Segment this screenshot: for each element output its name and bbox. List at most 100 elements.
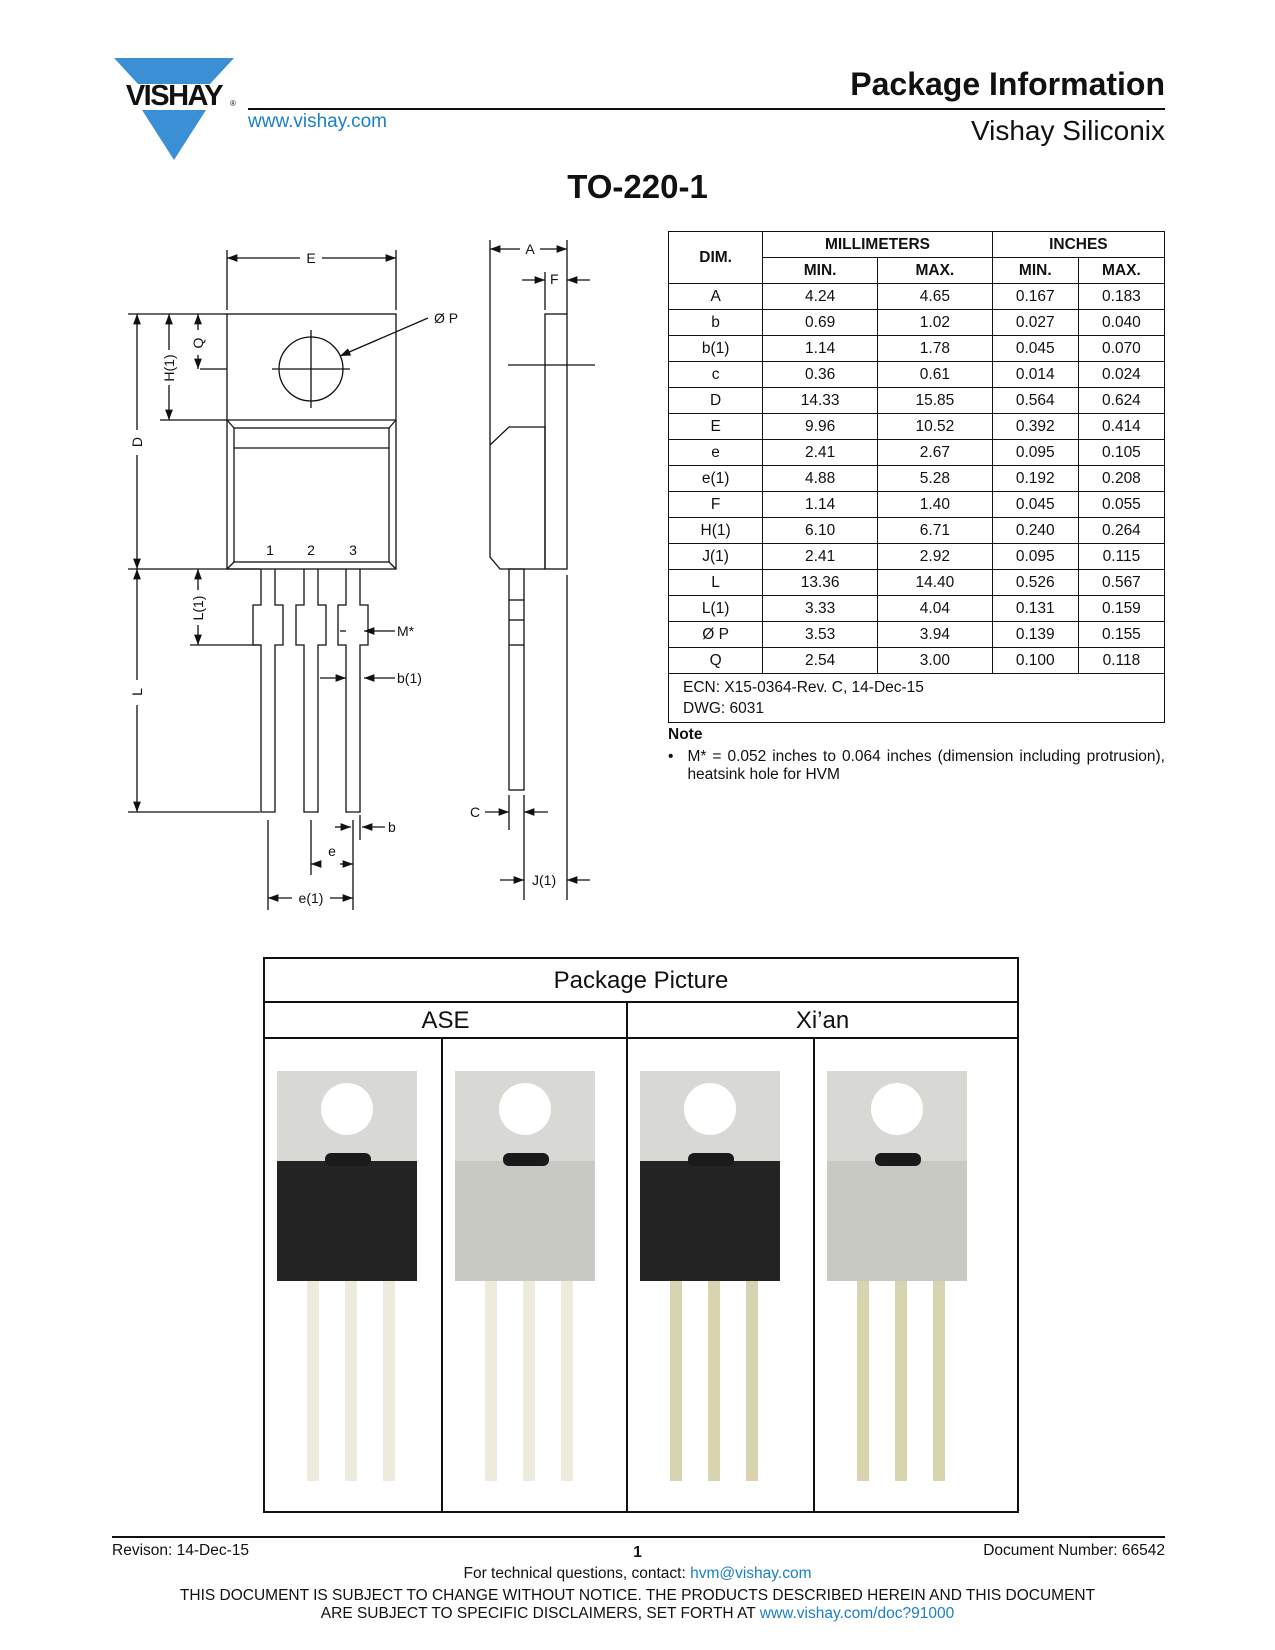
page-title: Package Information <box>850 66 1165 102</box>
cell-mm-min: 0.36 <box>762 361 878 388</box>
cell-in-min: 0.095 <box>991 543 1079 570</box>
cell-in-max: 0.159 <box>1077 595 1166 622</box>
cell-mm-max: 4.04 <box>876 595 993 622</box>
cell-in-max: 0.070 <box>1077 335 1166 362</box>
cell-mm-min: 4.24 <box>762 283 878 310</box>
cell-dim: Ø P <box>667 621 764 648</box>
revision: Revison: 14-Dec-15 <box>112 1542 249 1559</box>
dim-label-P: Ø P <box>434 310 458 326</box>
svg-text:VISHAY: VISHAY <box>126 80 223 112</box>
page-subtitle: Vishay Siliconix <box>970 115 1165 146</box>
xian-header: Xi’an <box>628 1003 1017 1039</box>
package-photos <box>277 1071 967 1481</box>
cell-mm-min: 3.53 <box>762 621 878 648</box>
cell-mm-max: 1.78 <box>876 335 993 362</box>
dim-label-A: A <box>525 241 535 257</box>
cell-mm-max: 5.28 <box>876 465 993 492</box>
dim-label-Q: Q <box>190 337 206 348</box>
cell-in-max: 0.624 <box>1077 387 1166 414</box>
dimensions-table: DIM. MILLIMETERS INCHES MIN.MAX. MIN.MAX… <box>667 231 1166 723</box>
cell-dim: H(1) <box>667 517 764 544</box>
cell-dim: J(1) <box>667 543 764 570</box>
cell-mm-max: 1.40 <box>876 491 993 518</box>
cell-in-max: 0.414 <box>1077 413 1166 440</box>
dim-label-b: b <box>388 819 396 835</box>
cell-in-min: 0.167 <box>991 283 1079 310</box>
cell-mm-max: 4.65 <box>876 283 993 310</box>
ase-header: ASE <box>265 1003 628 1039</box>
header-dim: DIM. <box>667 231 764 284</box>
lead <box>252 569 284 813</box>
header-inches: INCHES <box>991 231 1166 258</box>
dim-label-L: L <box>129 688 145 696</box>
lead <box>337 569 369 813</box>
header-in-max: MAX. <box>1077 257 1166 284</box>
cell-mm-max: 10.52 <box>876 413 993 440</box>
contact-email-link[interactable]: hvm@vishay.com <box>690 1565 812 1582</box>
lead <box>295 569 327 813</box>
cell-dim: b(1) <box>667 335 764 362</box>
cell-mm-min: 1.14 <box>762 335 878 362</box>
cell-dim: b <box>667 309 764 336</box>
svg-text:®: ® <box>230 99 236 108</box>
cell-in-min: 0.564 <box>991 387 1079 414</box>
dim-label-E: E <box>306 250 315 266</box>
note-section: Note •M* = 0.052 inches to 0.064 inches … <box>668 726 1165 784</box>
cell-in-min: 0.392 <box>991 413 1079 440</box>
disclaimer-link[interactable]: www.vishay.com/doc?91000 <box>759 1605 955 1622</box>
cell-dim: E <box>667 413 764 440</box>
note-heading: Note <box>668 726 703 743</box>
document-number: Document Number: 66542 <box>983 1542 1165 1559</box>
cell-dim: e <box>667 439 764 466</box>
pin-2-label: 2 <box>307 542 315 558</box>
cell-dim: L(1) <box>667 595 764 622</box>
cell-mm-min: 14.33 <box>762 387 878 414</box>
dim-label-H1: H(1) <box>161 354 177 381</box>
header-mm-min: MIN. <box>762 257 878 284</box>
footer-rule <box>112 1536 1165 1538</box>
package-picture-title: Package Picture <box>265 959 1017 1003</box>
cell-mm-max: 14.40 <box>876 569 993 596</box>
dim-label-e: e <box>328 843 336 859</box>
cell-mm-min: 3.33 <box>762 595 878 622</box>
transistor-photo <box>277 1071 417 1481</box>
cell-mm-min: 2.54 <box>762 647 878 674</box>
cell-dim: Q <box>667 647 764 674</box>
cell-in-max: 0.105 <box>1077 439 1166 466</box>
cell-in-max: 0.118 <box>1077 647 1166 674</box>
cell-mm-min: 2.41 <box>762 439 878 466</box>
cell-in-min: 0.045 <box>991 491 1079 518</box>
cell-mm-min: 2.41 <box>762 543 878 570</box>
header-rule <box>248 108 1165 110</box>
website-link[interactable]: www.vishay.com <box>248 111 388 132</box>
cell-in-min: 0.240 <box>991 517 1079 544</box>
cell-mm-min: 9.96 <box>762 413 878 440</box>
package-drawing: E A F Ø P Q H(1) D L L(1) 1 2 3 M* b(1) … <box>128 240 595 910</box>
cell-mm-max: 2.67 <box>876 439 993 466</box>
cell-mm-max: 3.94 <box>876 621 993 648</box>
cell-in-min: 0.131 <box>991 595 1079 622</box>
cell-in-min: 0.192 <box>991 465 1079 492</box>
cell-dim: A <box>667 283 764 310</box>
package-name: TO-220-1 <box>567 168 708 205</box>
cell-mm-min: 0.69 <box>762 309 878 336</box>
ecn-text: ECN: X15-0364-Rev. C, 14-Dec-15 <box>683 679 924 696</box>
cell-in-min: 0.526 <box>991 569 1079 596</box>
contact-line: For technical questions, contact: hvm@vi… <box>0 1565 1275 1583</box>
note-text: M* = 0.052 inches to 0.064 inches (dimen… <box>687 748 1165 783</box>
cell-in-min: 0.027 <box>991 309 1079 336</box>
cell-mm-min: 1.14 <box>762 491 878 518</box>
cell-mm-max: 1.02 <box>876 309 993 336</box>
cell-in-min: 0.100 <box>991 647 1079 674</box>
dim-label-C: C <box>470 804 480 820</box>
cell-in-max: 0.115 <box>1077 543 1166 570</box>
